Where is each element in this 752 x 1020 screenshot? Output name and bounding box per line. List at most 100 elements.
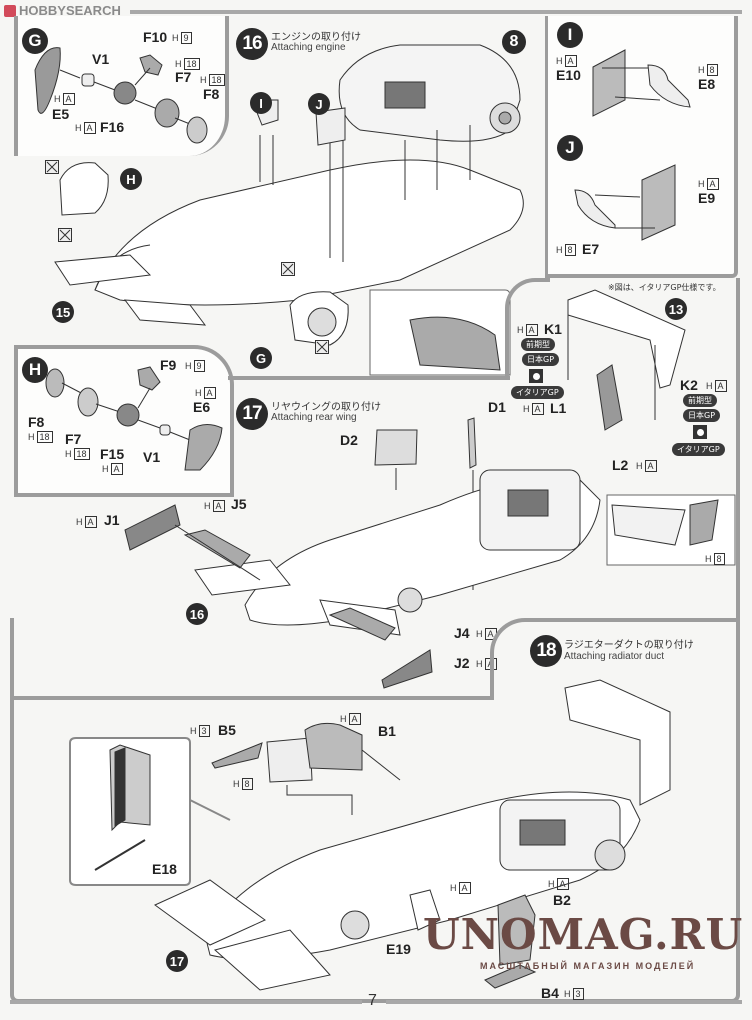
- ref-badge-13: 13: [665, 298, 687, 320]
- part-label-l2: L2: [612, 457, 629, 473]
- variant-japan-gp-k1: 日本GP: [522, 353, 560, 366]
- step-17-frame-curve: [505, 278, 550, 380]
- step-16-badge: 16: [236, 28, 268, 60]
- badge-g: G: [22, 28, 48, 54]
- part-label-e18: E18: [152, 861, 177, 877]
- ref-badge-15: 15: [52, 301, 74, 323]
- step-18-frame-curve: [490, 618, 535, 698]
- badge-j: J: [557, 135, 583, 161]
- ref-badge-17: 17: [166, 950, 188, 972]
- part-label-f8-h: F8: [28, 414, 45, 430]
- part-label-j4: J4: [454, 625, 470, 641]
- watermark-title: UNOMAG.RU: [423, 910, 744, 959]
- italy-flag-icon: [693, 425, 707, 439]
- step-17-badge: 17: [236, 398, 268, 430]
- part-label-j2: J2: [454, 655, 470, 671]
- part-label-f7-h: F7: [65, 431, 82, 447]
- part-label-f8: F8: [203, 86, 220, 102]
- part-label-v1: V1: [92, 51, 110, 67]
- step-17-title-en: Attaching rear wing: [271, 412, 357, 423]
- ref-badge-j: J: [308, 93, 330, 115]
- variant-early-k1: 前期型: [521, 338, 555, 351]
- part-label-e8: E8: [698, 76, 716, 92]
- step-18-frame-mid: [14, 696, 494, 700]
- ref-badge-g: G: [250, 347, 272, 369]
- part-label-l1: L1: [550, 400, 567, 416]
- part-label-e9: E9: [698, 190, 716, 206]
- variant-japan-gp-k2: 日本GP: [683, 409, 721, 422]
- part-label-e5: E5: [52, 106, 70, 122]
- badge-i: I: [557, 22, 583, 48]
- step-18-title-jp: ラジエターダクトの取り付け: [564, 640, 694, 651]
- part-label-v1-h: V1: [143, 449, 161, 465]
- variant-italy-gp-k1: イタリアGP: [511, 386, 564, 399]
- part-label-f16: F16: [100, 119, 125, 135]
- part-label-f7: F7: [175, 69, 192, 85]
- watermark-subtitle: МАСШТАБНЫЙ МАГАЗИН МОДЕЛЕЙ: [480, 961, 696, 971]
- step-18-title-en: Attaching radiator duct: [564, 651, 665, 662]
- part-label-b1: B1: [378, 723, 396, 739]
- step-17-frame-top: [228, 376, 510, 380]
- site-logo: HOBBYSEARCH: [4, 3, 121, 18]
- variant-italy-gp-l2: イタリアGP: [672, 443, 725, 456]
- step-16-title-jp: エンジンの取り付け: [271, 32, 361, 43]
- part-label-k2: K2: [680, 377, 698, 393]
- part-label-d2: D2: [340, 432, 358, 448]
- footer-rule-right: [386, 1000, 742, 1004]
- step-18-frame: [10, 618, 740, 1003]
- part-label-f15: F15: [100, 446, 125, 462]
- ref-badge-16: 16: [186, 603, 208, 625]
- part-label-b5: B5: [218, 722, 236, 738]
- top-rule: [130, 10, 742, 14]
- part-label-j5: J5: [231, 496, 247, 512]
- step-16-title-en: Attaching engine: [271, 42, 346, 53]
- part-label-j1: J1: [104, 512, 120, 528]
- part-label-f10: F10: [143, 29, 168, 45]
- ref-badge-i: I: [250, 92, 272, 114]
- part-label-e19: E19: [386, 941, 411, 957]
- italy-flag-icon: [529, 369, 543, 383]
- part-label-f9: F9: [160, 357, 177, 373]
- step-18-badge: 18: [530, 635, 562, 667]
- part-label-b4: B4: [541, 985, 559, 1001]
- page-number: 7: [368, 992, 377, 1009]
- hobbysearch-logo-icon: [4, 4, 16, 17]
- variant-early-k2: 前期型: [683, 394, 717, 407]
- part-label-d1: D1: [488, 399, 506, 415]
- step-18-frame-top: [530, 618, 740, 622]
- part-label-e7: E7: [582, 241, 600, 257]
- part-label-k1: K1: [544, 321, 562, 337]
- ref-badge-8: 8: [502, 30, 526, 54]
